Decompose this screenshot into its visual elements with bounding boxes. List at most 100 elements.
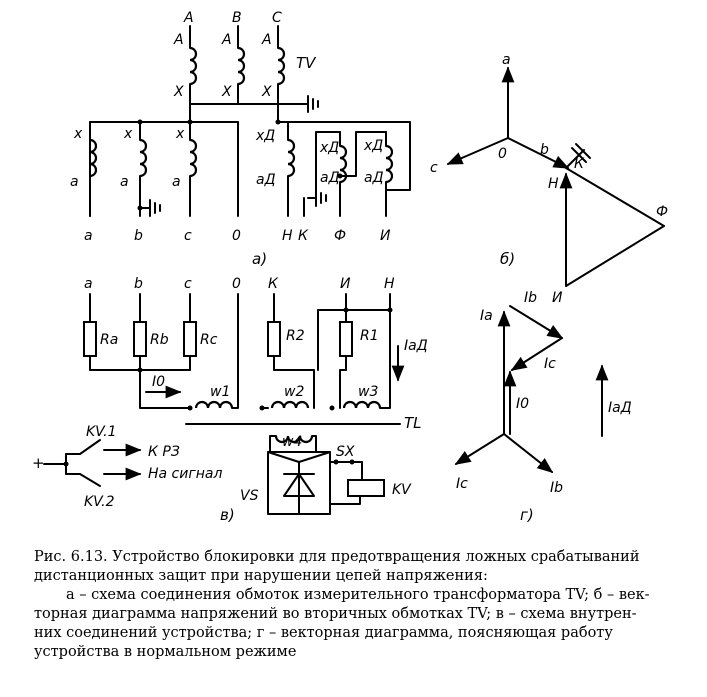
- terminal-N: Н: [282, 228, 293, 244]
- label-Rb: Rb: [150, 332, 169, 348]
- winding-w4: [274, 435, 314, 444]
- wire: [339, 355, 347, 409]
- label-KV2: KV.2: [84, 494, 115, 510]
- panel-g-caption: г): [520, 506, 534, 524]
- label-KV: KV: [392, 482, 412, 498]
- label-SX: SX: [336, 444, 355, 460]
- v-terminal-0: 0: [232, 276, 241, 292]
- main-wind-bot-1: a: [70, 174, 79, 190]
- label-I: И: [552, 290, 563, 306]
- vector-Ic: [454, 433, 505, 465]
- caption-line-6: устройства в нормальном режиме: [34, 644, 297, 660]
- bridge-top: [267, 451, 331, 463]
- junction: [137, 119, 143, 125]
- label-Ia: Ia: [480, 308, 493, 324]
- wire: [269, 435, 277, 453]
- polarity-dot: [329, 405, 335, 411]
- tv-neutral-bus: [189, 83, 309, 105]
- add-wind-top-1: xД: [255, 128, 275, 144]
- panel-a-schematic: A B C A A A X X X TV x x x: [70, 10, 411, 268]
- ground-symbol-b: [149, 199, 161, 217]
- resistor-Rb: [133, 321, 147, 357]
- winding-w2: [270, 400, 310, 409]
- main-wind-bot-3: a: [172, 174, 181, 190]
- wire: [339, 131, 387, 177]
- label-plus: +: [32, 454, 45, 472]
- caption-line-1: Рис. 6.13. Устройство блокировки для пре…: [34, 549, 640, 565]
- figure-caption: Рис. 6.13. Устройство блокировки для пре…: [34, 548, 694, 662]
- panel-v-device-circuit: a b c 0 К И Н Ra Rb Rc I0 w1 R2: [32, 276, 428, 524]
- label-I0-g: I0: [516, 396, 529, 412]
- resistor-R1: [339, 321, 353, 357]
- main-wind-top-3: x: [175, 126, 185, 142]
- main-wind-top-2: x: [123, 126, 133, 142]
- label-Ib-top: Ib: [524, 290, 537, 306]
- add-coil-1: [287, 138, 296, 178]
- tv-wind-bot-3: X: [261, 84, 272, 100]
- label-KV1: KV.1: [86, 424, 117, 440]
- label-w3: w3: [358, 384, 378, 400]
- tv-wind-top-2: A: [221, 32, 232, 48]
- tv-label: TV: [296, 54, 317, 72]
- v-terminal-I: И: [340, 276, 351, 292]
- junction: [387, 307, 393, 313]
- vector-NF: [565, 167, 665, 227]
- main-wind-top-1: x: [73, 126, 83, 142]
- terminal-a: a: [84, 228, 93, 244]
- main-coil-a: [89, 138, 98, 178]
- vector-Ic-top: [510, 337, 563, 371]
- panel-v-caption: в): [220, 506, 235, 524]
- caption-line-4: торная диаграмма напряжений во вторичных…: [34, 606, 637, 622]
- caption-line-2: дистанционных защит при нарушении цепей …: [34, 568, 488, 584]
- winding-w1: [194, 400, 234, 409]
- tv-wind-bot-1: X: [173, 84, 184, 100]
- terminal-F: Ф: [334, 228, 346, 244]
- label-a: a: [502, 52, 511, 68]
- tv-wind-top-1: A: [173, 32, 184, 48]
- vector-c: [446, 137, 509, 165]
- wire: [379, 293, 391, 409]
- label-Rc: Rc: [200, 332, 218, 348]
- junction: [343, 307, 349, 313]
- tv-phase-C: C: [272, 10, 282, 26]
- panel-b-voltage-diagram: a c 0 b К Н Ф И б): [430, 52, 668, 306]
- wire: [329, 493, 361, 505]
- terminal-b: b: [134, 228, 143, 244]
- main-coil-c: [189, 138, 198, 178]
- caption-line-3: а – схема соединения обмоток измерительн…: [66, 587, 650, 603]
- label-VS: VS: [240, 488, 259, 504]
- label-w4: w4: [282, 434, 302, 450]
- tv-coil-3: [277, 46, 286, 86]
- wire: [315, 131, 341, 199]
- label-w1: w1: [210, 384, 230, 400]
- tv-phase-B: B: [232, 10, 242, 26]
- label-b: b: [540, 142, 549, 158]
- panel-a-caption: а): [252, 250, 267, 268]
- contact-KV1: [65, 439, 101, 465]
- resistor-R2: [267, 321, 281, 357]
- terminal-0: 0: [232, 228, 241, 244]
- add-wind-bot-3: aД: [364, 170, 384, 186]
- label-Ic: Ic: [456, 476, 468, 492]
- caption-line-5: них соединений устройства; г – векторная…: [34, 625, 613, 641]
- main-bus: [89, 121, 239, 217]
- tv-coil-2: [237, 46, 246, 86]
- resistor-Rc: [183, 321, 197, 357]
- add-wind-bot-2: aД: [320, 170, 340, 186]
- junction: [337, 173, 343, 179]
- main-wind-bot-2: a: [120, 174, 129, 190]
- label-out2: На сигнал: [148, 466, 222, 482]
- label-TL: TL: [404, 414, 422, 432]
- v-terminal-b: b: [134, 276, 143, 292]
- add-coil-3: [385, 144, 394, 184]
- label-0: 0: [498, 146, 507, 162]
- label-F: Ф: [656, 204, 668, 220]
- wire: [139, 369, 191, 409]
- wire: [231, 293, 239, 409]
- v-terminal-c: c: [184, 276, 192, 292]
- v-terminal-N: Н: [384, 276, 395, 292]
- winding-w3: [342, 400, 382, 409]
- label-IaD-g: IaД: [608, 400, 632, 416]
- label-N: Н: [548, 176, 559, 192]
